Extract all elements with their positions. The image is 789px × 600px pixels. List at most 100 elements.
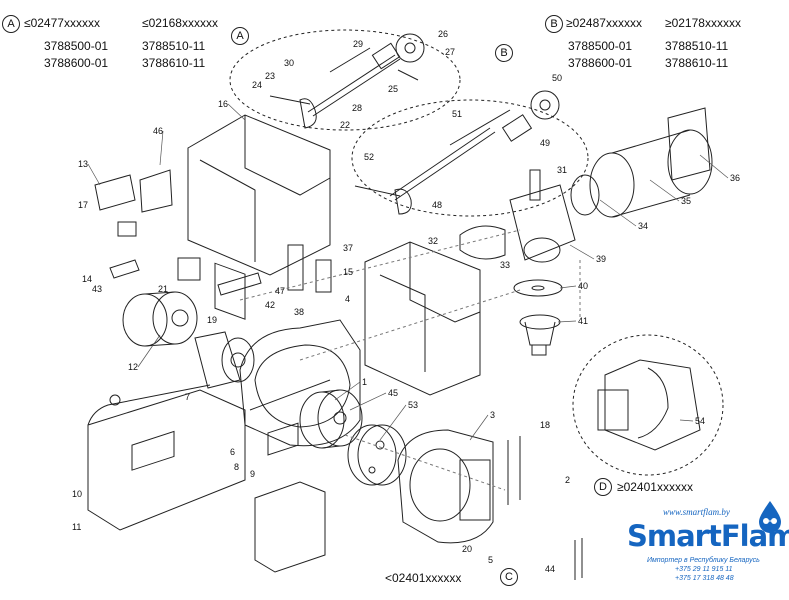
part-label-32: 32 [428, 236, 438, 246]
logo-importer-line: Импортер в Республику Беларусь [647, 557, 760, 564]
leader-line-46 [159, 130, 164, 166]
part-label-38: 38 [294, 307, 304, 317]
leader-line-34 [599, 199, 637, 227]
part-17 [117, 221, 137, 237]
leader-line-3 [469, 414, 489, 441]
part-label-34: 34 [638, 221, 648, 231]
variant-c-code: <02401xxxxxx [385, 571, 462, 585]
part-label-1: 1 [362, 377, 367, 387]
part-label-24: 24 [252, 80, 262, 90]
variant-a-r0c1: ≤02168xxxxxx [142, 16, 218, 30]
part-label-40: 40 [578, 281, 588, 291]
part-label-30: 30 [284, 58, 294, 68]
group-d-outline [572, 334, 724, 476]
group-b-outline [351, 99, 589, 217]
part-label-25: 25 [388, 84, 398, 94]
part-38 [287, 244, 304, 291]
gasket-34 [570, 174, 600, 216]
leader-line-39 [569, 244, 595, 260]
variant-a-r2c1: 3788610-11 [142, 56, 206, 70]
variant-b-r2c1: 3788610-11 [665, 56, 729, 70]
part-label-36: 36 [730, 173, 740, 183]
part-label-23: 23 [265, 71, 275, 81]
part-label-13: 13 [78, 159, 88, 169]
variant-a-marker: A [2, 15, 20, 33]
variant-b-r0c0: ≥02487xxxxxx [566, 16, 642, 30]
part-14 [109, 259, 140, 279]
part-label-8: 8 [234, 462, 239, 472]
group-b-tag: B [495, 44, 513, 62]
motor-12a [122, 291, 198, 347]
water-drop-icon [759, 501, 781, 533]
blast-tube [570, 107, 713, 218]
motor-12b [194, 331, 255, 389]
nozzle-assembly-a [269, 33, 425, 129]
part-label-48: 48 [432, 200, 442, 210]
part-label-3: 3 [490, 410, 495, 420]
leader-line-53 [379, 404, 407, 441]
leader-line-16 [227, 103, 246, 121]
part-label-49: 49 [540, 138, 550, 148]
part-label-50: 50 [552, 73, 562, 83]
part-label-29: 29 [353, 39, 363, 49]
nozzle-41 [519, 314, 561, 356]
part-label-18: 18 [540, 420, 550, 430]
part-label-16: 16 [218, 99, 228, 109]
part-label-17: 17 [78, 200, 88, 210]
variant-b-r0c1: ≥02178xxxxxx [665, 16, 741, 30]
variant-d-marker: D [594, 478, 612, 496]
variant-b-marker: B [545, 15, 563, 33]
fan-housing [239, 319, 361, 447]
group-a-tag: A [231, 27, 249, 45]
group-a-outline [229, 29, 461, 131]
flange-40 [513, 279, 563, 297]
part-label-12: 12 [128, 362, 138, 372]
small-cover [254, 422, 326, 573]
part-label-22: 22 [340, 120, 350, 130]
group-d-housing [597, 359, 701, 451]
fan-wheel [299, 389, 363, 449]
part-label-53: 53 [408, 400, 418, 410]
leader-line-12 [137, 334, 161, 368]
part-15 [315, 259, 332, 293]
part-label-7: 7 [185, 392, 190, 402]
variant-a-r2c0: 3788600-01 [44, 56, 109, 70]
part-13 [94, 174, 136, 211]
logo-url: www.smartflam.by [663, 507, 730, 517]
leader-line-54 [679, 419, 694, 422]
variant-b-r1c0: 3788500-01 [568, 39, 633, 53]
leader-line-36 [699, 154, 729, 179]
part-label-4: 4 [345, 294, 350, 304]
burner-head [459, 169, 576, 263]
leader-line-13 [87, 163, 101, 186]
part-label-2: 2 [565, 475, 570, 485]
part-label-5: 5 [488, 555, 493, 565]
part-label-51: 51 [452, 109, 462, 119]
variant-a-r0c0: ≤02477xxxxxx [24, 16, 100, 30]
air-disc [347, 424, 407, 486]
control-housing [139, 114, 331, 320]
part-label-14: 14 [82, 274, 92, 284]
front-cover [87, 384, 246, 531]
variant-b-r2c0: 3788600-01 [568, 56, 633, 70]
leader-line-35 [649, 179, 680, 202]
part-label-28: 28 [352, 103, 362, 113]
variant-a-r1c0: 3788500-01 [44, 39, 109, 53]
variant-b-r1c1: 3788510-11 [665, 39, 729, 53]
part-label-47: 47 [275, 286, 285, 296]
fan-housing-3 [397, 429, 494, 544]
part-label-54: 54 [695, 416, 705, 426]
variant-c-marker: C [500, 568, 518, 586]
part-label-6: 6 [230, 447, 235, 457]
leader-line-41 [557, 320, 577, 323]
leader-line-40 [559, 285, 577, 289]
part-21 [177, 257, 201, 281]
part-label-46: 46 [153, 126, 163, 136]
nozzle-assembly-b [354, 90, 560, 215]
part-label-19: 19 [207, 315, 217, 325]
leader-line-1 [334, 381, 361, 401]
variant-a-r1c1: 3788510-11 [142, 39, 206, 53]
part-label-15: 15 [343, 267, 353, 277]
part-label-35: 35 [681, 196, 691, 206]
